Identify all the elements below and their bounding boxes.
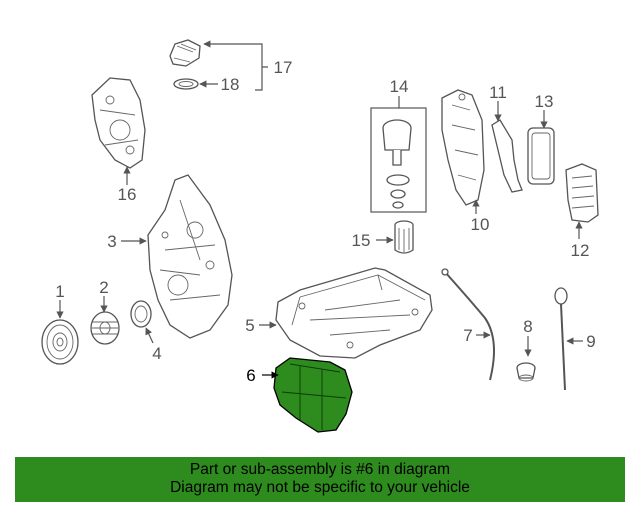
dipstick-grommet[interactable] bbox=[516, 362, 536, 382]
callout-18: 18 bbox=[221, 75, 240, 94]
upper-oil-pan[interactable] bbox=[275, 267, 433, 359]
callout-13: 13 bbox=[535, 92, 554, 111]
oil-dipstick[interactable] bbox=[554, 287, 568, 391]
banner-line-2: Diagram may not be specific to your vehi… bbox=[170, 479, 470, 496]
oil-cooler[interactable] bbox=[565, 163, 599, 223]
callout-16: 16 bbox=[118, 185, 137, 204]
front-crank-seal[interactable] bbox=[130, 300, 152, 328]
callout-9: 9 bbox=[586, 332, 595, 351]
oil-filler-seal[interactable] bbox=[173, 78, 199, 90]
callout-11: 11 bbox=[489, 83, 507, 102]
crankshaft-pulley[interactable] bbox=[41, 319, 79, 365]
callout-17-bracket bbox=[203, 40, 268, 91]
callout-4: 4 bbox=[152, 344, 161, 363]
callout-2: 2 bbox=[99, 278, 108, 297]
oil-filter-housing[interactable] bbox=[382, 119, 412, 209]
dipstick-tube[interactable] bbox=[441, 268, 495, 381]
parts-diagram: 1 2 3 4 5 6 7 8 9 10 11 12 13 14 15 16 1… bbox=[41, 39, 599, 433]
callout-15: 15 bbox=[352, 231, 371, 250]
housing-gasket[interactable] bbox=[491, 119, 523, 193]
oil-filter-element[interactable] bbox=[394, 220, 414, 254]
lower-oil-pan[interactable] bbox=[273, 357, 353, 433]
callout-12: 12 bbox=[571, 241, 590, 260]
callout-7: 7 bbox=[463, 326, 472, 345]
callout-5: 5 bbox=[245, 316, 254, 335]
leader-4 bbox=[145, 327, 154, 344]
crankshaft-hub[interactable] bbox=[90, 311, 120, 345]
callout-1: 1 bbox=[55, 282, 64, 301]
oil-filler-cap[interactable] bbox=[169, 39, 201, 67]
oil-filter-housing-10[interactable] bbox=[441, 89, 485, 206]
callout-14: 14 bbox=[390, 77, 409, 96]
callout-8: 8 bbox=[523, 317, 532, 336]
cooler-gasket[interactable] bbox=[527, 127, 555, 185]
timing-cover-upper[interactable] bbox=[91, 77, 146, 169]
banner-line-1: Part or sub-assembly is #6 in diagram bbox=[189, 461, 451, 478]
callout-6: 6 bbox=[246, 366, 255, 385]
part-info-banner: Part or sub-assembly is #6 in diagram Di… bbox=[15, 457, 625, 502]
callout-10: 10 bbox=[471, 215, 490, 234]
callout-3: 3 bbox=[107, 232, 116, 251]
timing-case-cover[interactable] bbox=[147, 174, 233, 339]
callout-17: 17 bbox=[274, 58, 293, 77]
